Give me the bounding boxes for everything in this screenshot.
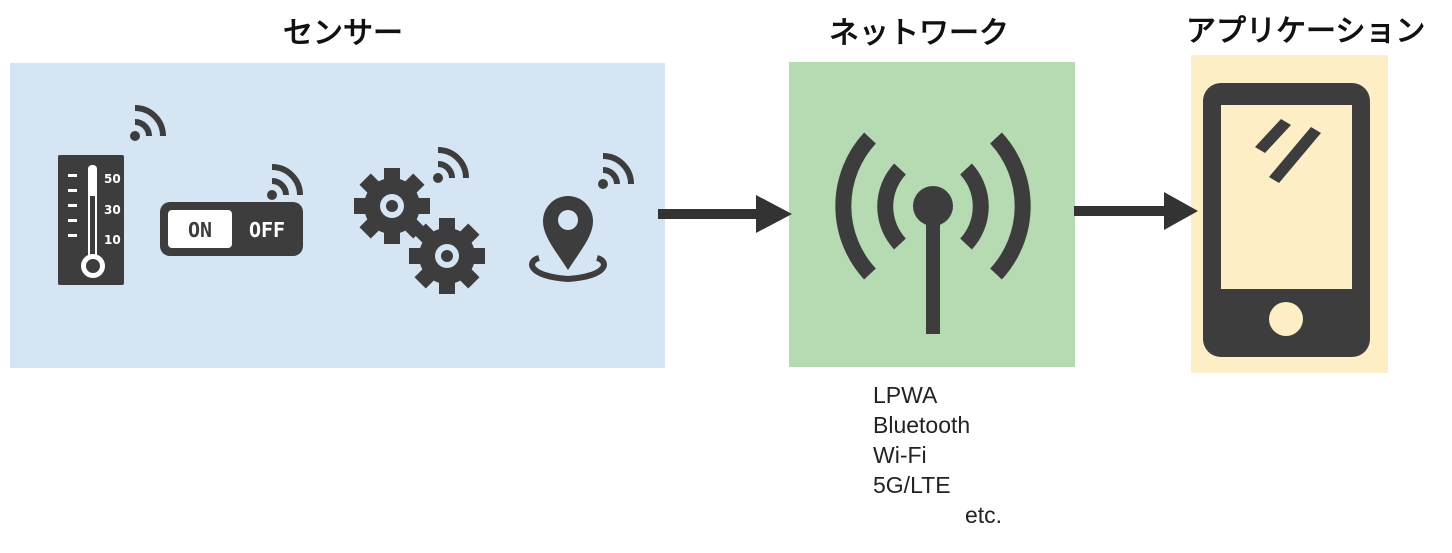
thermo-label-50: 50 xyxy=(104,172,121,186)
wifi-signal-icon xyxy=(433,147,469,183)
on-off-switch-icon: ON OFF xyxy=(160,202,303,256)
network-heading: ネットワーク xyxy=(829,16,1009,51)
protocol-bluetooth: Bluetooth xyxy=(873,412,971,438)
wifi-signal-icon xyxy=(598,153,634,189)
protocol-etc: etc. xyxy=(965,502,1003,528)
thermo-label-10: 10 xyxy=(104,233,121,247)
network-protocol-list: LPWA Bluetooth Wi-Fi 5G/LTE etc. xyxy=(873,380,1002,530)
switch-off-label: OFF xyxy=(249,218,285,242)
protocol-lpwa: LPWA xyxy=(873,382,938,408)
arrow-sensor-to-network xyxy=(658,195,792,233)
switch-on-label: ON xyxy=(188,218,212,242)
protocol-wifi: Wi-Fi xyxy=(873,442,927,468)
thermo-label-30: 30 xyxy=(104,203,121,217)
wifi-signal-icon xyxy=(130,105,166,141)
application-heading: アプリケーション xyxy=(1186,14,1426,49)
gears-icon xyxy=(354,168,485,294)
smartphone-icon xyxy=(1203,83,1370,357)
protocol-5g-lte: 5G/LTE xyxy=(873,472,951,498)
location-pin-icon xyxy=(529,196,607,283)
sensor-heading: センサー xyxy=(283,16,403,51)
antenna-icon xyxy=(835,132,1031,334)
wifi-signal-icon xyxy=(267,164,303,200)
arrow-network-to-application xyxy=(1074,192,1198,230)
thermometer-icon: 50 30 10 xyxy=(58,155,124,285)
